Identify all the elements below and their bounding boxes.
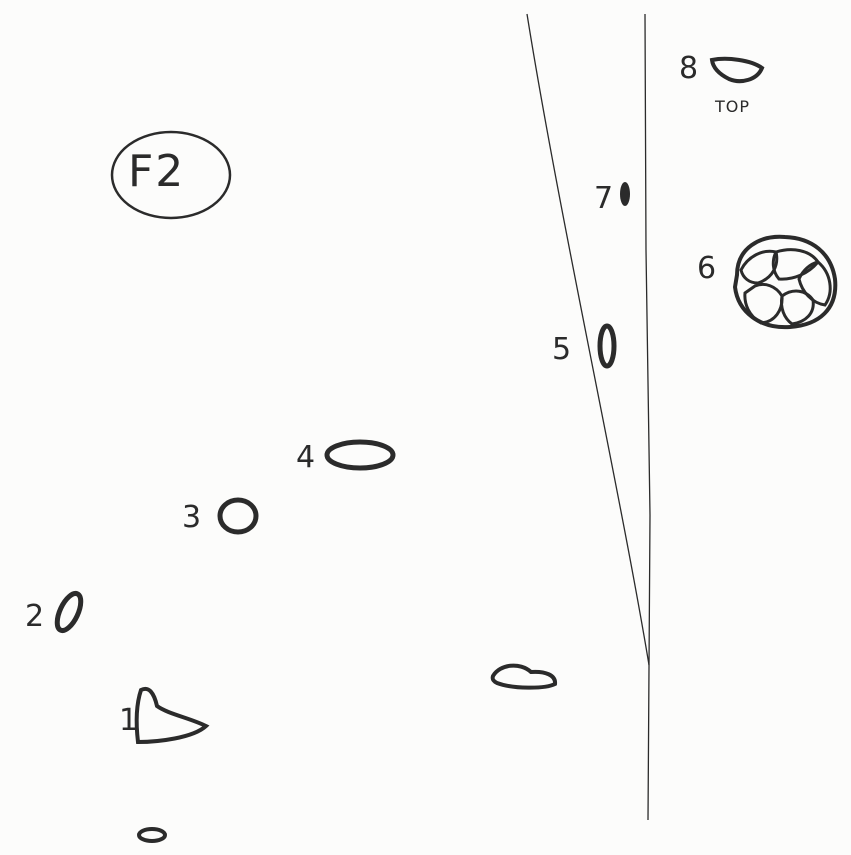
top-label: TOP <box>715 99 750 115</box>
label-6: 6 <box>697 254 716 284</box>
item-7-shape <box>620 182 630 206</box>
label-3: 3 <box>182 503 201 533</box>
label-7: 7 <box>594 184 613 214</box>
label-5: 5 <box>552 335 571 365</box>
label-2: 2 <box>25 602 44 632</box>
label-8: 8 <box>679 54 698 84</box>
label-4: 4 <box>296 443 315 473</box>
label-1: 1 <box>119 706 138 736</box>
figure-title: F2 <box>128 150 185 194</box>
